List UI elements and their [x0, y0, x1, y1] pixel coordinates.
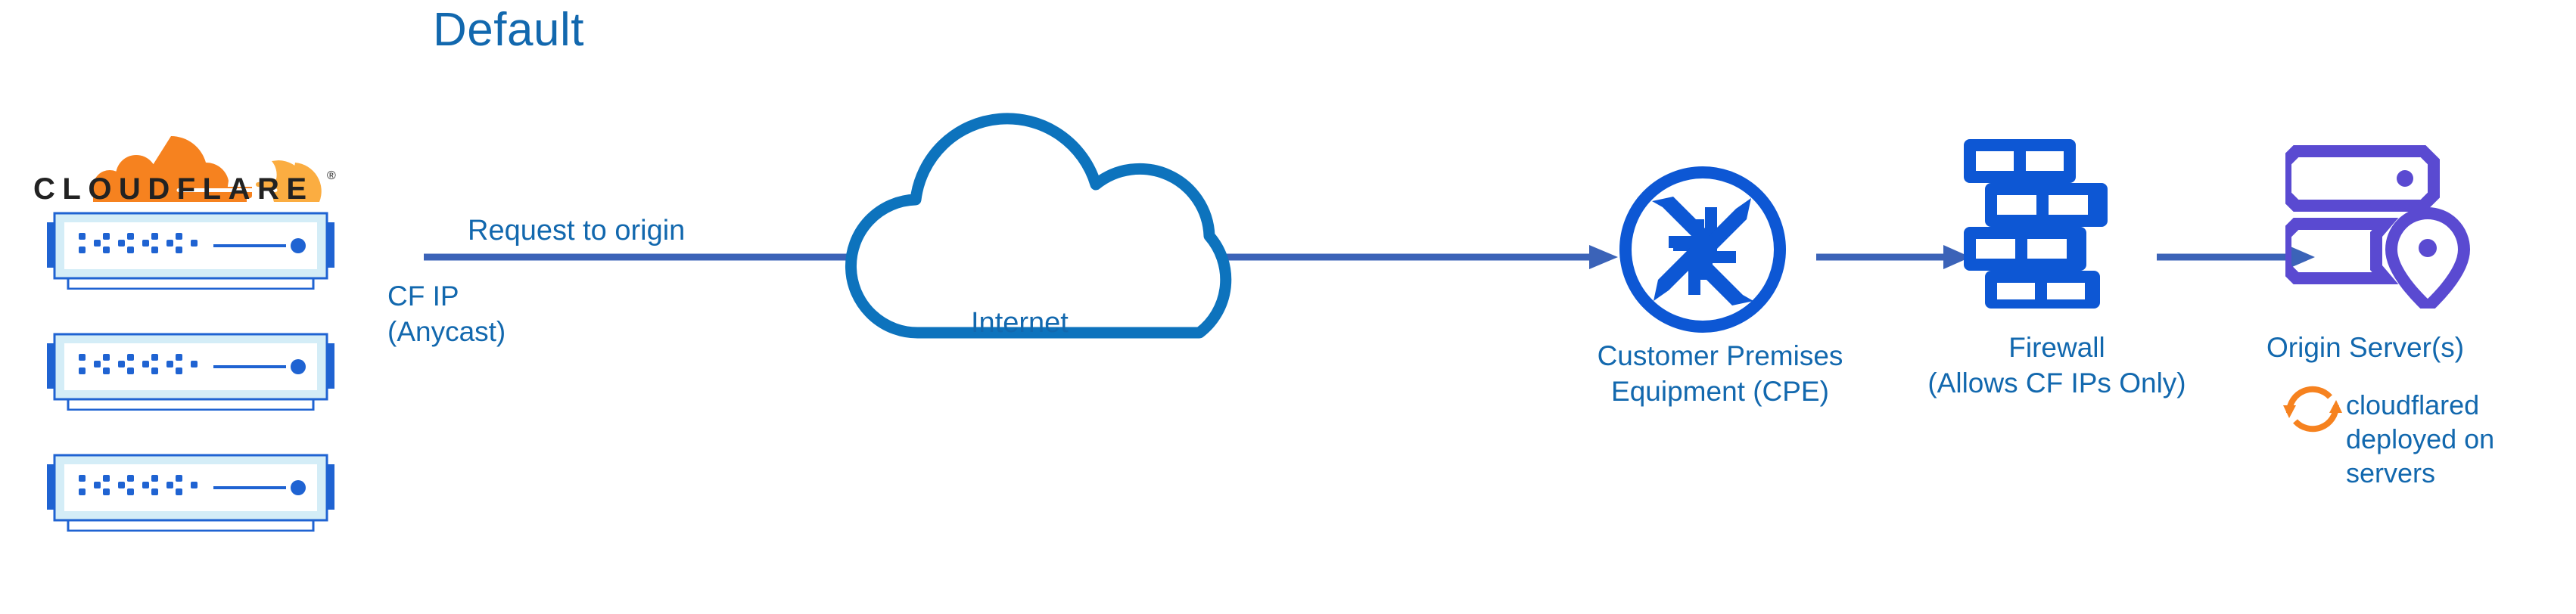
- cloudflare-cloud-logo-icon: [30, 113, 348, 212]
- request-to-origin-label: Request to origin: [468, 215, 686, 247]
- cpe-label: Customer Premises Equipment (CPE): [1597, 340, 1843, 407]
- sync-arrows-icon: [2282, 378, 2344, 440]
- server-rack-icon: [32, 210, 350, 290]
- cloud-icon: [825, 106, 1294, 348]
- right-arrow-icon: [2157, 242, 2316, 272]
- registered-trademark-icon: ®: [327, 169, 336, 182]
- internet-label: Internet: [971, 307, 1069, 339]
- router-icon: [1616, 166, 1790, 333]
- origin-server-label: Origin Server(s): [2266, 332, 2465, 363]
- brick-wall-icon: [1956, 136, 2115, 310]
- firewall-label: Firewall (Allows CF IPs Only): [1927, 332, 2186, 398]
- cloudflare-wordmark: CLOUDFLARE: [33, 172, 314, 206]
- server-rack-icon: [32, 331, 350, 411]
- origin-server-pin-icon: [2279, 135, 2482, 315]
- server-rack-icon: [32, 452, 350, 532]
- cf-ip-anycast-label: CF IP (Anycast): [387, 281, 506, 347]
- page-title: Default: [433, 4, 584, 56]
- right-arrow-icon: [1816, 242, 1971, 272]
- cloudflared-label: cloudflared deployed on servers: [2346, 389, 2495, 488]
